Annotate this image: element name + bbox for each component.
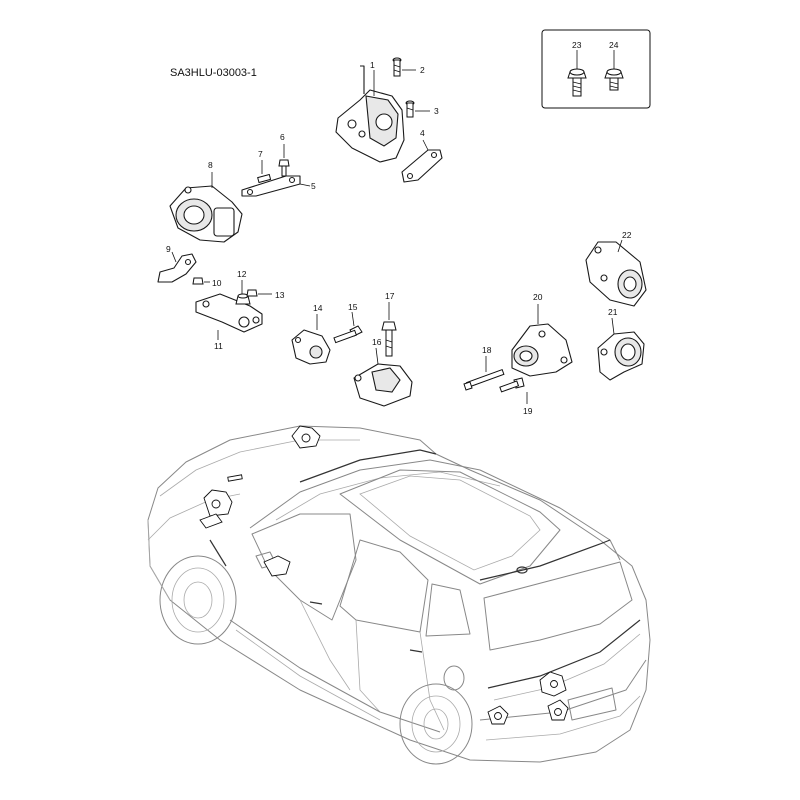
callout-10: 10 — [212, 278, 222, 288]
bolt-2 — [392, 57, 416, 77]
callout-3: 3 — [434, 106, 439, 116]
inset-frame — [541, 29, 651, 109]
bolt-13 — [246, 289, 272, 297]
callout-19: 19 — [523, 406, 533, 416]
bolt-6 — [278, 144, 290, 177]
callout-22: 22 — [622, 230, 632, 240]
callout-15: 15 — [348, 302, 358, 312]
bolt-7 — [257, 160, 272, 184]
callout-9: 9 — [166, 244, 171, 254]
bolt-23 — [567, 50, 587, 97]
callout-21: 21 — [608, 307, 618, 317]
rear-mount-indicator-b — [487, 705, 509, 725]
part-9-bracket — [157, 251, 197, 283]
callout-2: 2 — [420, 65, 425, 75]
callout-18: 18 — [482, 345, 492, 355]
fastener-inset — [541, 29, 651, 109]
part-11-bracket — [195, 293, 263, 340]
vehicle-outline — [147, 425, 651, 765]
left-mount-indicator — [199, 474, 243, 529]
callout-17: 17 — [385, 291, 395, 301]
callout-labels: 1 2 3 4 5 6 7 8 9 10 11 12 13 14 15 16 1… — [166, 40, 632, 416]
part-5-bracket — [241, 175, 311, 197]
callout-5: 5 — [311, 181, 316, 191]
callout-12: 12 — [237, 269, 247, 279]
center-mount-indicator — [263, 555, 291, 577]
callout-14: 14 — [313, 303, 323, 313]
bolt-15 — [333, 311, 363, 344]
part-22-mount — [585, 239, 647, 307]
bolt-10 — [192, 277, 210, 285]
callout-7: 7 — [258, 149, 263, 159]
callout-23: 23 — [572, 40, 582, 50]
rear-mount-indicator-a — [539, 671, 567, 697]
bolt-18 — [463, 356, 505, 391]
callout-8: 8 — [208, 160, 213, 170]
vehicle-mount-indicators — [199, 425, 569, 725]
callout-20: 20 — [533, 292, 543, 302]
part-14-bracket — [291, 314, 331, 365]
part-1-engine-mount — [335, 65, 405, 163]
part-4-bracket — [401, 139, 443, 183]
callout-11: 11 — [214, 341, 223, 351]
front-mount-indicator — [291, 425, 321, 449]
callout-1: 1 — [370, 60, 375, 70]
bolt-19 — [499, 377, 528, 404]
diagram-code: SA3HLU-03003-1 — [170, 67, 257, 79]
callout-16: 16 — [372, 337, 382, 347]
callout-6: 6 — [280, 132, 285, 142]
callout-13: 13 — [275, 290, 285, 300]
bolt-17 — [381, 302, 397, 357]
part-21-mount — [597, 317, 645, 381]
rear-mount-indicator-c — [547, 699, 569, 721]
part-16-rear-mount — [353, 347, 413, 407]
bolt-3 — [405, 100, 430, 118]
part-8-mount — [169, 172, 243, 243]
part-20-mount — [511, 304, 573, 377]
bolt-24 — [604, 50, 624, 91]
callout-4: 4 — [420, 128, 425, 138]
callout-24: 24 — [609, 40, 619, 50]
